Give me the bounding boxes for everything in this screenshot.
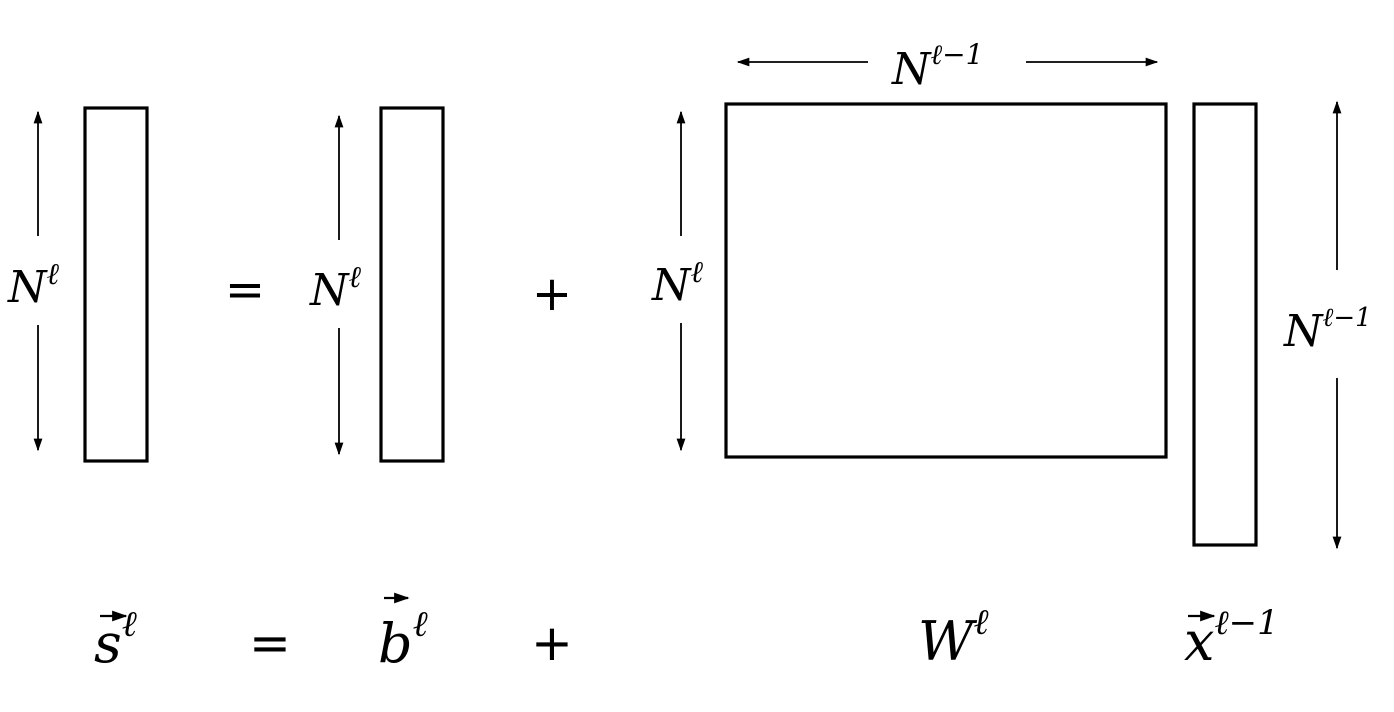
s-vector-symbol-sup: ℓ — [122, 604, 137, 645]
b-rows-label-sup: ℓ — [349, 260, 362, 295]
equals-sign-bottom: = — [249, 614, 291, 672]
b-vector-symbol-base: b — [378, 612, 413, 675]
b-vector-symbol: bℓ — [378, 604, 428, 675]
w-matrix-block: Nℓ Nℓ−1 — [651, 38, 1168, 459]
w-rows-label: Nℓ — [651, 255, 704, 311]
symbolic-equation: sℓ = bℓ + Wℓ xℓ−1 — [94, 592, 1279, 675]
w-matrix-symbol-sup: ℓ — [974, 602, 989, 643]
w-matrix-rect — [724, 102, 1168, 459]
b-vector-block: Nℓ — [309, 106, 445, 463]
x-vector-rect — [1192, 102, 1258, 547]
equals-sign-top: = — [225, 262, 265, 318]
s-vector-block: Nℓ — [7, 106, 149, 463]
w-rows-label-sup: ℓ — [691, 255, 704, 290]
w-rows-label-base: N — [651, 260, 692, 311]
x-vector-block: Nℓ−1 — [1192, 100, 1372, 550]
x-rows-label: Nℓ−1 — [1283, 303, 1372, 357]
x-rows-label-base: N — [1283, 306, 1324, 357]
b-rows-label-base: N — [309, 265, 350, 316]
x-vector-symbol-sup: ℓ−1 — [1214, 603, 1278, 643]
b-vector-symbol-sup: ℓ — [413, 604, 428, 645]
x-vector-symbol-base: x — [1184, 610, 1214, 673]
x-rows-label-sup: ℓ−1 — [1323, 303, 1372, 333]
s-vector-rect — [83, 106, 149, 463]
w-cols-label-base: N — [891, 44, 932, 95]
plus-sign-top: + — [532, 266, 572, 322]
s-vector-symbol: sℓ — [94, 604, 137, 675]
w-cols-label: Nℓ−1 — [891, 38, 983, 95]
w-cols-label-sup: ℓ−1 — [931, 38, 984, 71]
w-matrix-symbol: Wℓ — [918, 602, 989, 673]
s-rows-label-sup: ℓ — [47, 257, 60, 292]
s-rows-label-base: N — [7, 262, 48, 313]
w-matrix-symbol-base: W — [918, 610, 978, 673]
s-rows-label: Nℓ — [7, 257, 60, 313]
b-rows-label: Nℓ — [309, 260, 362, 316]
plus-sign-bottom: + — [531, 614, 573, 672]
b-vector-rect — [379, 106, 445, 463]
x-vector-symbol: xℓ−1 — [1184, 603, 1279, 673]
s-vector-symbol-base: s — [94, 612, 122, 675]
